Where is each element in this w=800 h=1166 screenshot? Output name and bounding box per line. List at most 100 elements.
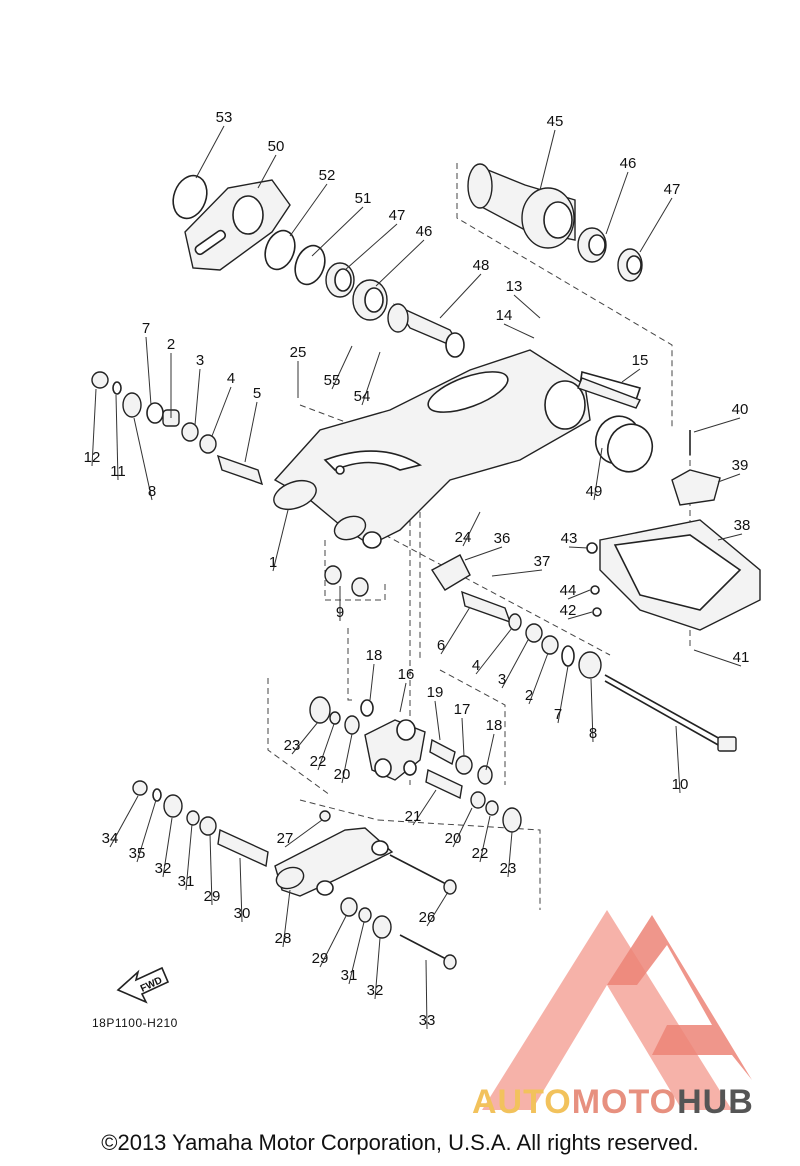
leader-line-c36 [464,546,503,561]
callout-c52: 52 [319,167,336,184]
leader-line-c55 [331,345,353,390]
leader-line-c50 [257,154,277,189]
leader-line-c10 [675,725,681,794]
callout-c46b: 46 [620,155,637,172]
leader-line-c29a [209,833,213,906]
callout-c6: 6 [437,637,445,654]
leader-line-c16 [399,682,407,713]
leader-line-c34 [109,795,139,848]
callout-c13: 13 [506,278,523,295]
leader-line-c46a [375,239,425,287]
leader-line-c30 [239,857,243,923]
callout-c12: 12 [84,449,101,466]
callout-c27: 27 [277,830,294,847]
leader-line-c27 [284,819,323,848]
callout-c50: 50 [268,138,285,155]
callout-c20b: 20 [445,830,462,847]
leader-line-c46b [605,171,629,235]
callout-c55: 55 [324,372,341,389]
leader-line-c41 [693,649,742,667]
callout-layer: 5350525147464546474813141572345255554401… [84,109,750,1030]
callout-c31a: 31 [178,873,195,890]
callout-c26: 26 [419,909,436,926]
watermark-logo [482,910,752,1110]
leader-line-c40 [693,417,741,433]
callout-c19: 19 [427,684,444,701]
callout-c16: 16 [398,666,415,683]
copyright-notice: ©2013 Yamaha Motor Corporation, U.S.A. A… [101,1130,699,1155]
callout-c23a: 23 [284,737,301,754]
callout-c31b: 31 [341,967,358,984]
callout-c18b: 18 [486,717,503,734]
callout-c1: 1 [269,554,277,571]
callout-c20a: 20 [334,766,351,783]
leader-line-c1 [272,509,289,572]
callout-c47a: 47 [389,207,406,224]
leader-line-c31a [185,823,193,891]
leader-line-c3a [194,368,201,426]
leader-line-c32b [374,937,381,1000]
callout-c8a: 8 [148,483,156,500]
leader-line-c44 [567,589,591,600]
callout-c4b: 4 [472,657,480,674]
leader-line-c35 [136,799,157,863]
leader-line-c48 [439,273,482,319]
callout-c18a: 18 [366,647,383,664]
callout-c17: 17 [454,701,471,718]
leader-line-c22b [479,815,491,863]
leader-line-c42 [567,611,593,620]
callout-c41: 41 [733,649,750,666]
watermark-text: AUTOMOTOHUB [472,1083,754,1122]
callout-c53: 53 [216,109,233,126]
leader-line-c11 [115,394,119,481]
callout-c33: 33 [419,1012,436,1029]
callout-c15: 15 [632,352,649,369]
leader-line-c13 [513,294,541,319]
callout-c2b: 2 [525,687,533,704]
swingarm [273,349,654,549]
callout-c47b: 47 [664,181,681,198]
leader-line-c31b [348,921,365,985]
callout-c3a: 3 [196,352,204,369]
callout-c39: 39 [732,457,749,474]
leader-line-c51 [311,206,364,257]
leader-line-c7b [557,665,569,724]
leader-line-c18a [369,663,375,701]
leader-line-c6 [440,606,471,655]
leader-line-c49 [593,447,603,501]
leader-line-c32a [162,817,173,878]
right-bearing-row [324,565,737,752]
callout-c44: 44 [560,582,577,599]
leader-line-c24 [462,511,481,547]
leader-line-c20a [341,733,353,784]
leader-line-c26 [426,891,449,927]
leader-line-c47b [639,197,673,253]
leader-line-c8a [133,417,153,501]
callout-c37: 37 [534,553,551,570]
callout-c25: 25 [290,344,307,361]
leader-line-c45 [539,129,556,191]
callout-c21: 21 [405,808,422,825]
callout-c51: 51 [355,190,372,207]
callout-c30: 30 [234,905,251,922]
leader-line-c17 [461,717,465,757]
callout-c36: 36 [494,530,511,547]
leader-line-c20b [452,807,473,848]
drawing-code: 18P1100-H210 [92,1016,178,1030]
leader-line-c29b [319,915,347,968]
leader-line-c15 [621,368,641,383]
leader-line-c5 [244,401,258,463]
callout-c49: 49 [586,483,603,500]
leader-line-c2b [528,652,549,705]
callout-c35: 35 [129,845,146,862]
leader-line-c23b [507,831,513,878]
pivot-shaft-group [387,163,643,358]
callout-c43: 43 [561,530,578,547]
leader-line-c28 [282,889,291,948]
callout-c8b: 8 [589,725,597,742]
leader-line-c18b [485,733,495,771]
callout-c32b: 32 [367,982,384,999]
leader-line-c23a [291,721,319,755]
callout-c34: 34 [102,830,119,847]
